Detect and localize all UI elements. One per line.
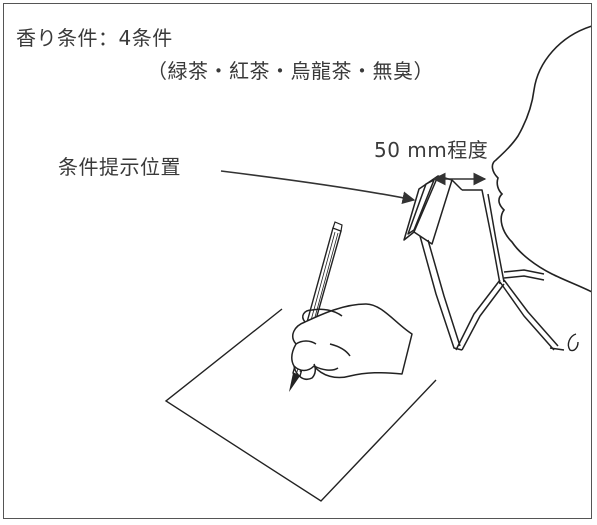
face-detail xyxy=(567,333,579,352)
condition-list: （緑茶・紅茶・烏龍茶・無臭） xyxy=(147,59,434,83)
distance-label: 50 mm程度 xyxy=(374,138,489,162)
aroma-stand xyxy=(403,175,565,351)
position-label: 条件提示位置 xyxy=(58,155,181,179)
face-profile xyxy=(491,25,591,293)
paper-sheet xyxy=(164,308,437,502)
condition-title: 香り条件：4条件 xyxy=(16,26,173,50)
pointer-arrow xyxy=(220,170,416,205)
figure-frame: 香り条件：4条件 （緑茶・紅茶・烏龍茶・無臭） 条件提示位置 50 mm程度 xyxy=(3,3,592,519)
experiment-illustration xyxy=(164,25,591,502)
hand-icon xyxy=(291,303,413,380)
